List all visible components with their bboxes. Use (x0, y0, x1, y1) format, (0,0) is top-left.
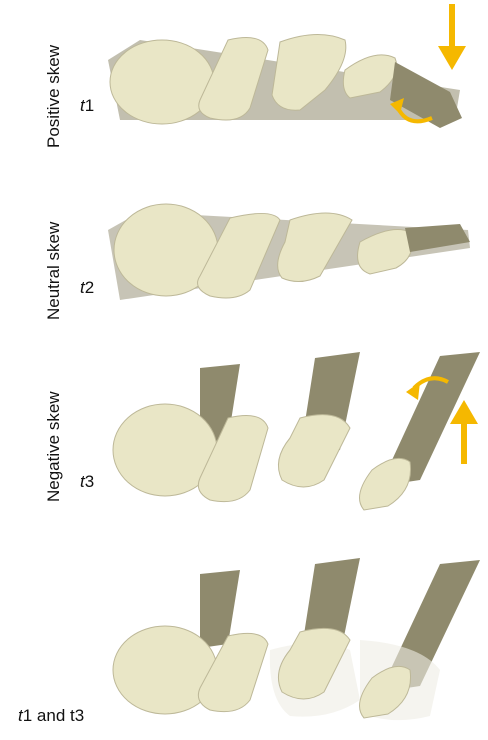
down-arrow-icon (438, 4, 466, 70)
bone-row-neutral (0, 180, 488, 330)
panel-positive-skew: Positive skew t1 (0, 0, 488, 180)
panel-negative-skew: Negative skew t3 (0, 330, 488, 530)
time-label-t2: t2 (80, 278, 94, 298)
row-label-neutral-skew: Neutral skew (44, 222, 64, 320)
time-label-t1-and-t3: t1 and t3 (18, 706, 84, 726)
rotation-arrow-icon (390, 98, 432, 121)
rotation-arrow-icon (406, 378, 448, 400)
panel-t1-and-t3: t1 and t3 (0, 540, 488, 740)
panel-neutral-skew: Neutral skew t2 (0, 180, 488, 330)
arrows-positive (0, 0, 488, 180)
up-arrow-icon (450, 400, 478, 464)
arrows-negative (0, 330, 488, 530)
